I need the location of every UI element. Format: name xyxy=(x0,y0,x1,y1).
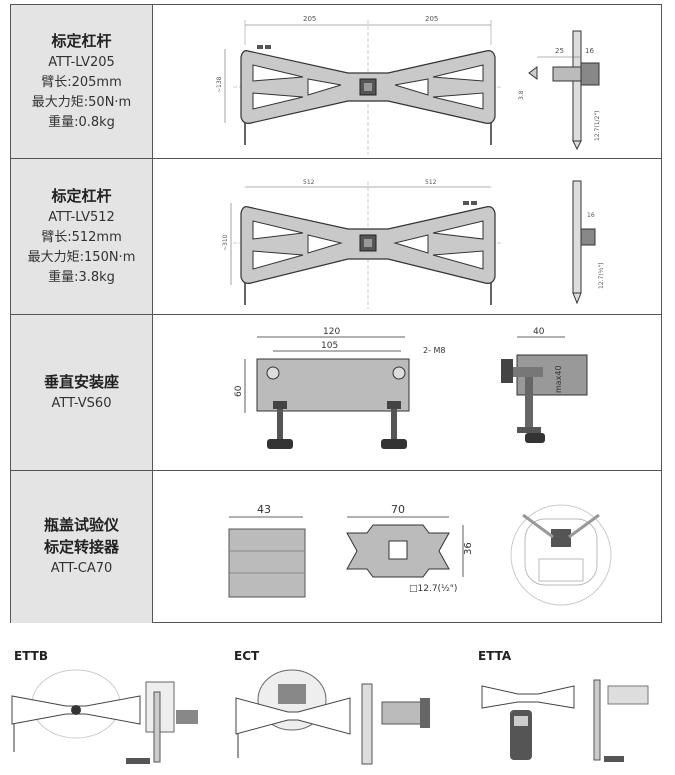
dim-label: 2- M8 xyxy=(423,346,446,355)
ect-assembly-image xyxy=(235,669,430,765)
dim-label: 3.8 xyxy=(518,90,525,100)
dim-label: 120 xyxy=(323,327,340,337)
drawing-lever-lv205: 205 205 ~138 xyxy=(153,5,661,158)
dim-label: 512 xyxy=(303,179,315,186)
row-label: 瓶盖试验仪 标定转接器 ATT-CA70 xyxy=(11,471,153,623)
etta-assembly-image xyxy=(481,679,649,762)
model-caption: ETTA xyxy=(478,649,512,663)
dim-label: 60 xyxy=(234,385,244,397)
dim-label: 205 xyxy=(425,15,438,23)
dim-label: ~138 xyxy=(216,76,223,93)
drawing-vertical-stand: 120 105 2- M8 60 40 xyxy=(153,315,661,470)
row-label: 标定杠杆 ATT-LV205 臂长:205mm 最大力矩:50N·m 重量:0.… xyxy=(11,5,153,158)
dim-label: 40 xyxy=(533,327,545,337)
max-torque: 最大力矩:150N·m xyxy=(27,249,136,265)
row-label: 标定杠杆 ATT-LV512 臂长:512mm 最大力矩:150N·m 重量:3… xyxy=(11,159,153,314)
model-caption: ETTB xyxy=(14,649,48,663)
model-number: ATT-LV205 xyxy=(48,54,115,70)
max-torque: 最大力矩:50N·m xyxy=(31,94,132,110)
row-title: 垂直安装座 xyxy=(43,372,119,391)
ettb-assembly-image xyxy=(11,669,198,764)
vertical-stand-drawing: 120 105 2- M8 60 40 xyxy=(234,327,588,449)
row-title-second-line: 标定转接器 xyxy=(43,538,119,556)
drawing-lever-lv512: 512 512 ~310 16 xyxy=(153,159,661,314)
cap-adapter-drawing: 43 70 36 □12.7(½") xyxy=(228,503,612,606)
dim-label: 70 xyxy=(391,503,405,516)
model-number: ATT-CA70 xyxy=(50,561,113,576)
dim-label: 16 xyxy=(585,47,594,55)
dim-label: 43 xyxy=(257,503,271,516)
arm-length: 臂长:205mm xyxy=(41,74,122,90)
dim-label: 12.7(1/2") xyxy=(594,111,601,141)
row-title: 标定杠杆 xyxy=(51,186,112,205)
dim-label: 12.7(½") xyxy=(598,262,605,289)
weight: 重量:0.8kg xyxy=(48,114,115,130)
dim-label: max40 xyxy=(554,365,563,393)
model-number: ATT-LV512 xyxy=(48,209,115,225)
row-label: 垂直安装座 ATT-VS60 xyxy=(11,315,153,470)
dim-label: 105 xyxy=(321,341,338,351)
weight: 重量:3.8kg xyxy=(48,269,115,285)
table-row: 垂直安装座 ATT-VS60 120 105 2- M8 60 xyxy=(11,315,661,471)
dim-label: 16 xyxy=(587,212,595,219)
model-number: ATT-VS60 xyxy=(51,395,112,411)
lever-lv205-drawing: 205 205 ~138 xyxy=(216,15,601,155)
dim-label: □12.7(½") xyxy=(409,584,457,594)
lever-lv512-drawing: 512 512 ~310 16 xyxy=(222,179,605,309)
dim-label: 512 xyxy=(425,179,437,186)
dim-label: 25 xyxy=(555,47,564,55)
table-row: 瓶盖试验仪 标定转接器 ATT-CA70 43 70 36 □12.7(½") xyxy=(11,471,661,623)
row-title: 瓶盖试验仪 xyxy=(43,516,119,534)
dim-label: 36 xyxy=(463,542,474,555)
drawing-cap-adapter: 43 70 36 □12.7(½") xyxy=(153,471,661,623)
dim-label: 205 xyxy=(303,15,316,23)
spec-table: 标定杠杆 ATT-LV205 臂长:205mm 最大力矩:50N·m 重量:0.… xyxy=(10,4,662,623)
model-caption: ECT xyxy=(234,649,260,663)
table-row: 标定杠杆 ATT-LV205 臂长:205mm 最大力矩:50N·m 重量:0.… xyxy=(11,5,661,159)
dim-label: ~310 xyxy=(222,234,229,251)
row-title: 标定杠杆 xyxy=(51,31,112,50)
table-row: 标定杠杆 ATT-LV512 臂长:512mm 最大力矩:150N·m 重量:3… xyxy=(11,159,661,315)
arm-length: 臂长:512mm xyxy=(41,229,122,245)
